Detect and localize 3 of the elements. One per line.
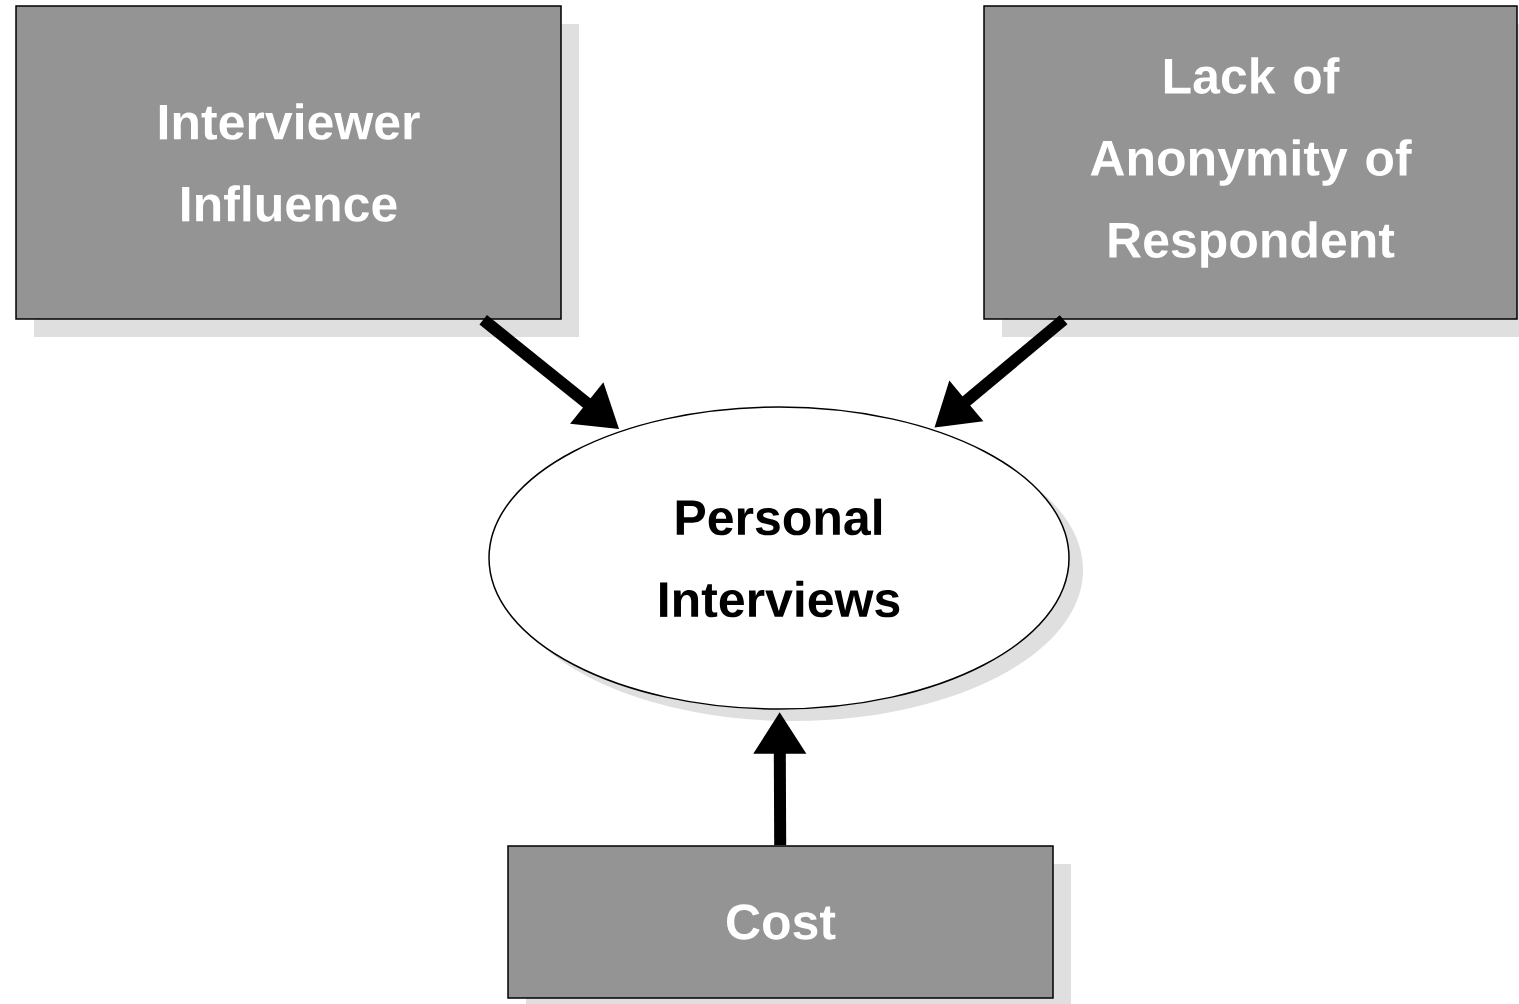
factor-box: Interviewer Influence xyxy=(15,5,579,337)
factor-box: Cost xyxy=(507,845,1071,1004)
factor-box: Lack of Anonymity of Respondent xyxy=(983,5,1519,337)
